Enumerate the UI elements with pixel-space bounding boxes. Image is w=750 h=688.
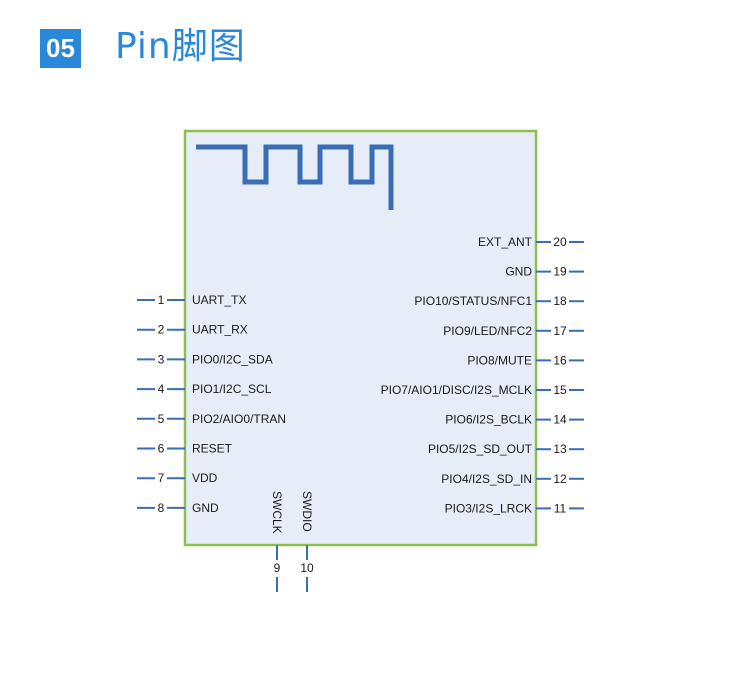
right-pin-label: PIO8/MUTE bbox=[467, 353, 532, 367]
bottom-pin-label: SWCLK bbox=[270, 491, 284, 534]
section-number-badge: 05 bbox=[40, 29, 81, 68]
left-pin-number: 1 bbox=[158, 293, 165, 307]
left-pin-label: PIO1/I2C_SCL bbox=[192, 382, 272, 396]
right-pin-number: 13 bbox=[553, 442, 567, 456]
module-body bbox=[183, 129, 538, 547]
bottom-pin-label: SWDIO bbox=[300, 491, 314, 532]
bottom-pin-number: 10 bbox=[300, 561, 314, 575]
right-pin-number: 20 bbox=[553, 235, 567, 249]
right-pin-number: 18 bbox=[553, 294, 567, 308]
right-pin-label: PIO9/LED/NFC2 bbox=[443, 324, 532, 338]
left-pin-label: RESET bbox=[192, 442, 233, 456]
right-pin-number: 11 bbox=[554, 501, 567, 515]
left-pin-number: 8 bbox=[158, 501, 165, 515]
pcb-antenna-trace bbox=[196, 144, 394, 210]
right-pin-label: PIO5/I2S_SD_OUT bbox=[428, 442, 533, 456]
right-pin-number: 16 bbox=[553, 353, 567, 367]
left-pin-number: 5 bbox=[158, 412, 165, 426]
left-pin-label: GND bbox=[192, 501, 219, 515]
left-pin-label: PIO2/AIO0/TRAN bbox=[192, 412, 286, 426]
left-pin-number: 6 bbox=[158, 442, 165, 456]
right-pin-label: GND bbox=[505, 265, 532, 279]
right-pin-number: 14 bbox=[553, 413, 567, 427]
left-pin-label: UART_TX bbox=[192, 293, 246, 307]
right-pin-label: PIO3/I2S_LRCK bbox=[445, 501, 532, 515]
right-pin-label: PIO10/STATUS/NFC1 bbox=[414, 294, 532, 308]
right-pin-label: PIO7/AIO1/DISC/I2S_MCLK bbox=[381, 383, 532, 397]
left-pin-label: VDD bbox=[192, 471, 218, 485]
left-pin-number: 4 bbox=[158, 382, 165, 396]
left-pin-label: PIO0/I2C_SDA bbox=[192, 352, 273, 366]
right-pin-number: 17 bbox=[553, 324, 567, 338]
right-pin-label: EXT_ANT bbox=[478, 235, 533, 249]
right-pin-label: PIO4/I2S_SD_IN bbox=[441, 472, 532, 486]
right-pin-number: 12 bbox=[553, 472, 567, 486]
right-pin-number: 15 bbox=[553, 383, 567, 397]
section-title: Pin脚图 bbox=[115, 26, 246, 67]
left-pin-number: 3 bbox=[158, 352, 165, 366]
left-pin-number: 7 bbox=[158, 471, 165, 485]
bottom-pin-number: 9 bbox=[274, 561, 281, 575]
left-pin-number: 2 bbox=[158, 323, 165, 337]
right-pin-number: 19 bbox=[553, 265, 567, 279]
left-pin-label: UART_RX bbox=[192, 323, 248, 337]
right-pin-label: PIO6/I2S_BCLK bbox=[445, 413, 532, 427]
